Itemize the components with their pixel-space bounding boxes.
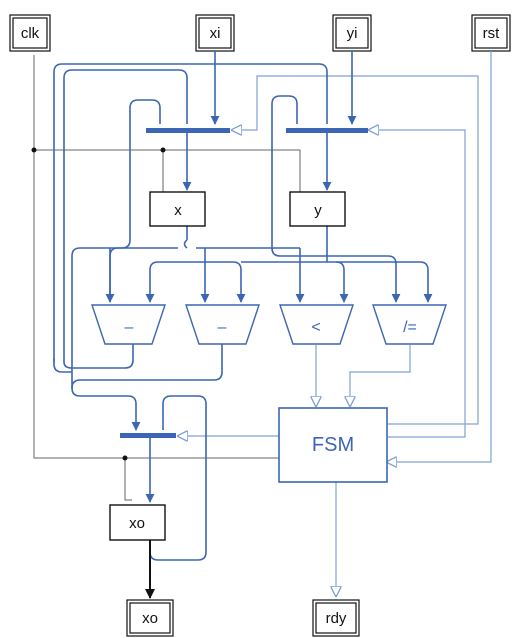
- port-clk-label: clk: [21, 25, 40, 42]
- port-rst: rst: [471, 14, 511, 52]
- subtractor-2: –: [185, 304, 260, 345]
- subtractor-1: –: [91, 304, 166, 345]
- port-xo-label: xo: [142, 610, 158, 627]
- clock-junction-dot: [31, 147, 37, 153]
- port-rdy: rdy: [312, 599, 360, 637]
- subtractor-2-label: –: [218, 319, 227, 336]
- port-rdy-label: rdy: [326, 610, 347, 627]
- port-yi: yi: [332, 14, 372, 52]
- clock-net: [31, 55, 301, 501]
- less-than-label: <: [311, 319, 320, 336]
- subtractor-1-label: –: [125, 319, 134, 336]
- clock-junction-dot: [160, 147, 166, 153]
- register-xo-label: xo: [129, 515, 145, 532]
- y-input-mux: [286, 128, 368, 133]
- port-xi: xi: [195, 14, 235, 52]
- register-xo: xo: [109, 504, 166, 541]
- x-input-mux: [146, 128, 230, 133]
- datapath-net: [53, 51, 433, 561]
- xo-input-mux: [120, 433, 176, 438]
- port-rst-label: rst: [483, 25, 500, 42]
- less-than-comparator: <: [279, 304, 354, 345]
- port-clk: clk: [9, 14, 51, 52]
- not-equal-comparator: /=: [372, 304, 447, 345]
- register-y: y: [289, 191, 346, 227]
- port-xo: xo: [126, 599, 174, 637]
- port-xi-label: xi: [210, 25, 221, 42]
- fsm-controller: FSM: [278, 407, 388, 483]
- control-net: [178, 51, 492, 596]
- register-x-label: x: [174, 202, 182, 219]
- port-yi-label: yi: [347, 25, 358, 42]
- not-equal-label: /=: [403, 319, 417, 336]
- register-y-label: y: [314, 202, 322, 219]
- register-x: x: [149, 191, 206, 227]
- fsm-label: FSM: [312, 434, 354, 456]
- clock-junction-dot: [122, 455, 128, 461]
